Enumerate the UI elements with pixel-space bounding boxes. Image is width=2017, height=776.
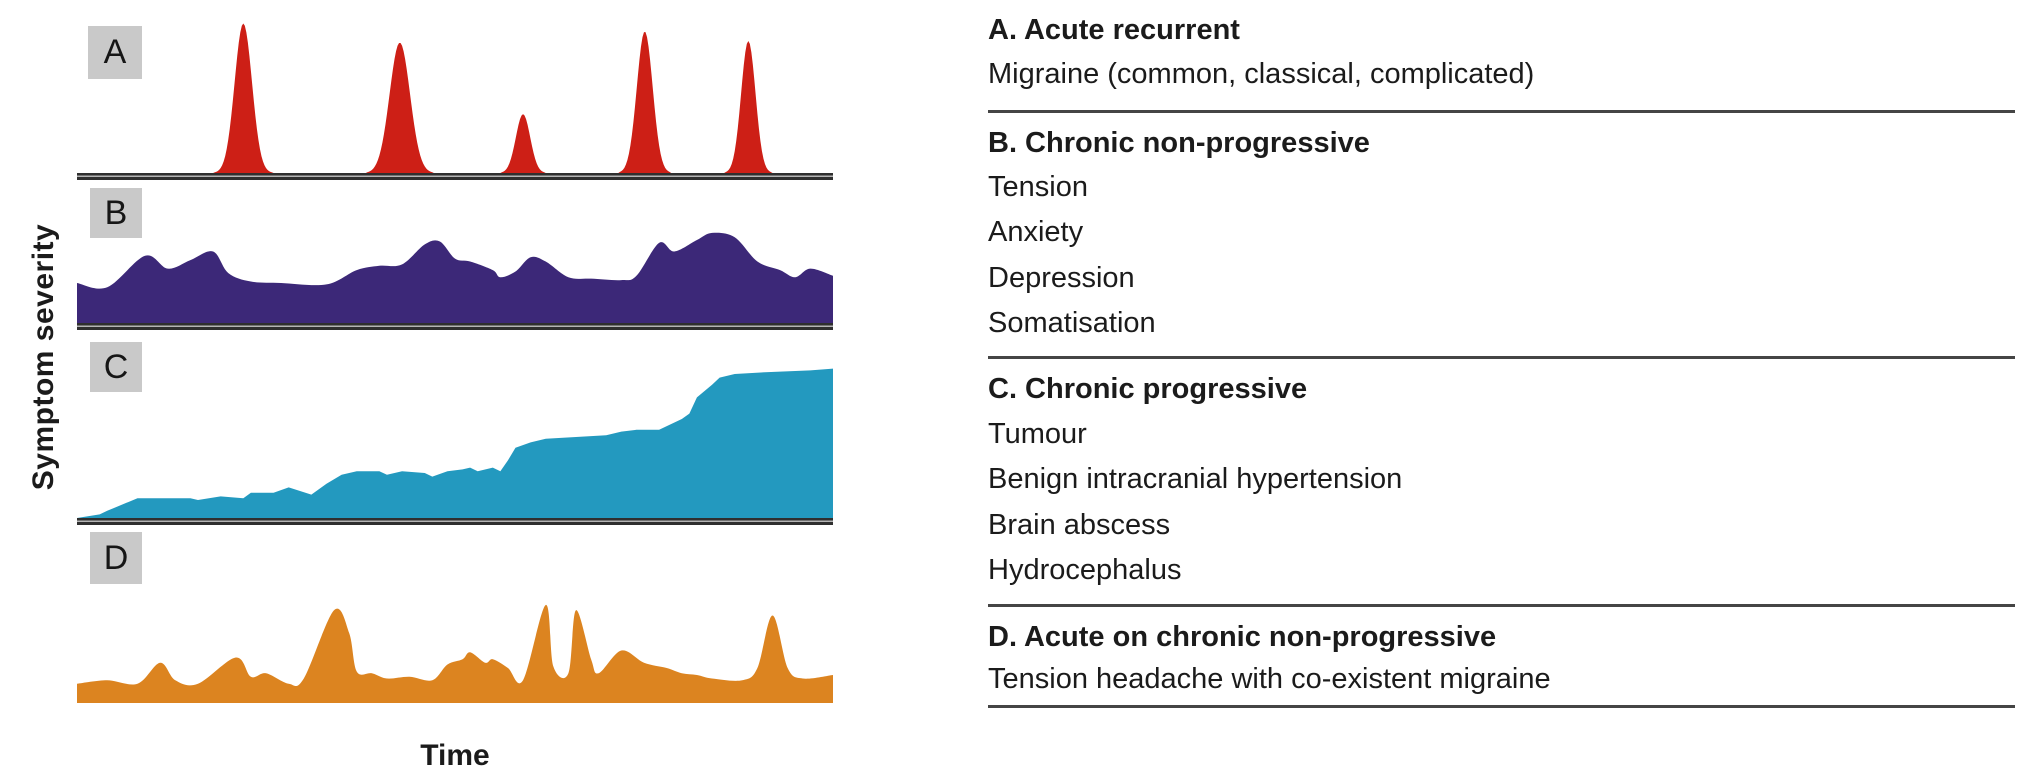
panel-a-label-box: A [88, 26, 142, 79]
panel-b-baseline-axis [77, 323, 833, 330]
section-divider [988, 356, 2015, 359]
section-c-heading: C. Chronic progressive [988, 373, 1308, 405]
y-axis-label: Symptom severity [27, 223, 60, 491]
section-c-item: Benign intracranial hypertension [988, 463, 1403, 495]
panel-c-baseline-axis [77, 518, 833, 525]
section-d-item: Tension headache with co-existent migrai… [988, 663, 1551, 695]
section-divider [988, 705, 2015, 708]
section-b-item: Tension [988, 171, 1088, 203]
section-b-heading: B. Chronic non-progressive [988, 127, 1370, 159]
section-divider [988, 110, 2015, 113]
section-a-heading: A. Acute recurrent [988, 14, 1240, 46]
section-divider [988, 604, 2015, 607]
section-c-item: Hydrocephalus [988, 554, 1182, 586]
panel-a-acute-recurrent-series [77, 23, 833, 173]
panel-d-label-box: D [90, 532, 142, 584]
section-c-item: Tumour [988, 418, 1087, 450]
section-b-item: Depression [988, 262, 1135, 294]
classification-list: A. Acute recurrent Migraine (common, cla… [988, 0, 2015, 776]
panel-c-chronic-progressive-series [77, 368, 833, 518]
section-b-item: Somatisation [988, 307, 1156, 339]
section-d-heading: D. Acute on chronic non-progressive [988, 621, 1497, 653]
section-b-item: Anxiety [988, 216, 1084, 248]
panel-b-chronic-non-progressive-series [77, 232, 833, 323]
x-axis-label: Time [420, 739, 490, 772]
panel-d-acute-on-chronic-series [77, 604, 833, 703]
section-a-item: Migraine (common, classical, complicated… [988, 58, 1535, 90]
section-c-item: Brain abscess [988, 509, 1171, 541]
panel-a-baseline-axis [77, 173, 833, 180]
panel-c-label-box: C [90, 342, 142, 392]
panel-b-label-box: B [90, 188, 142, 238]
